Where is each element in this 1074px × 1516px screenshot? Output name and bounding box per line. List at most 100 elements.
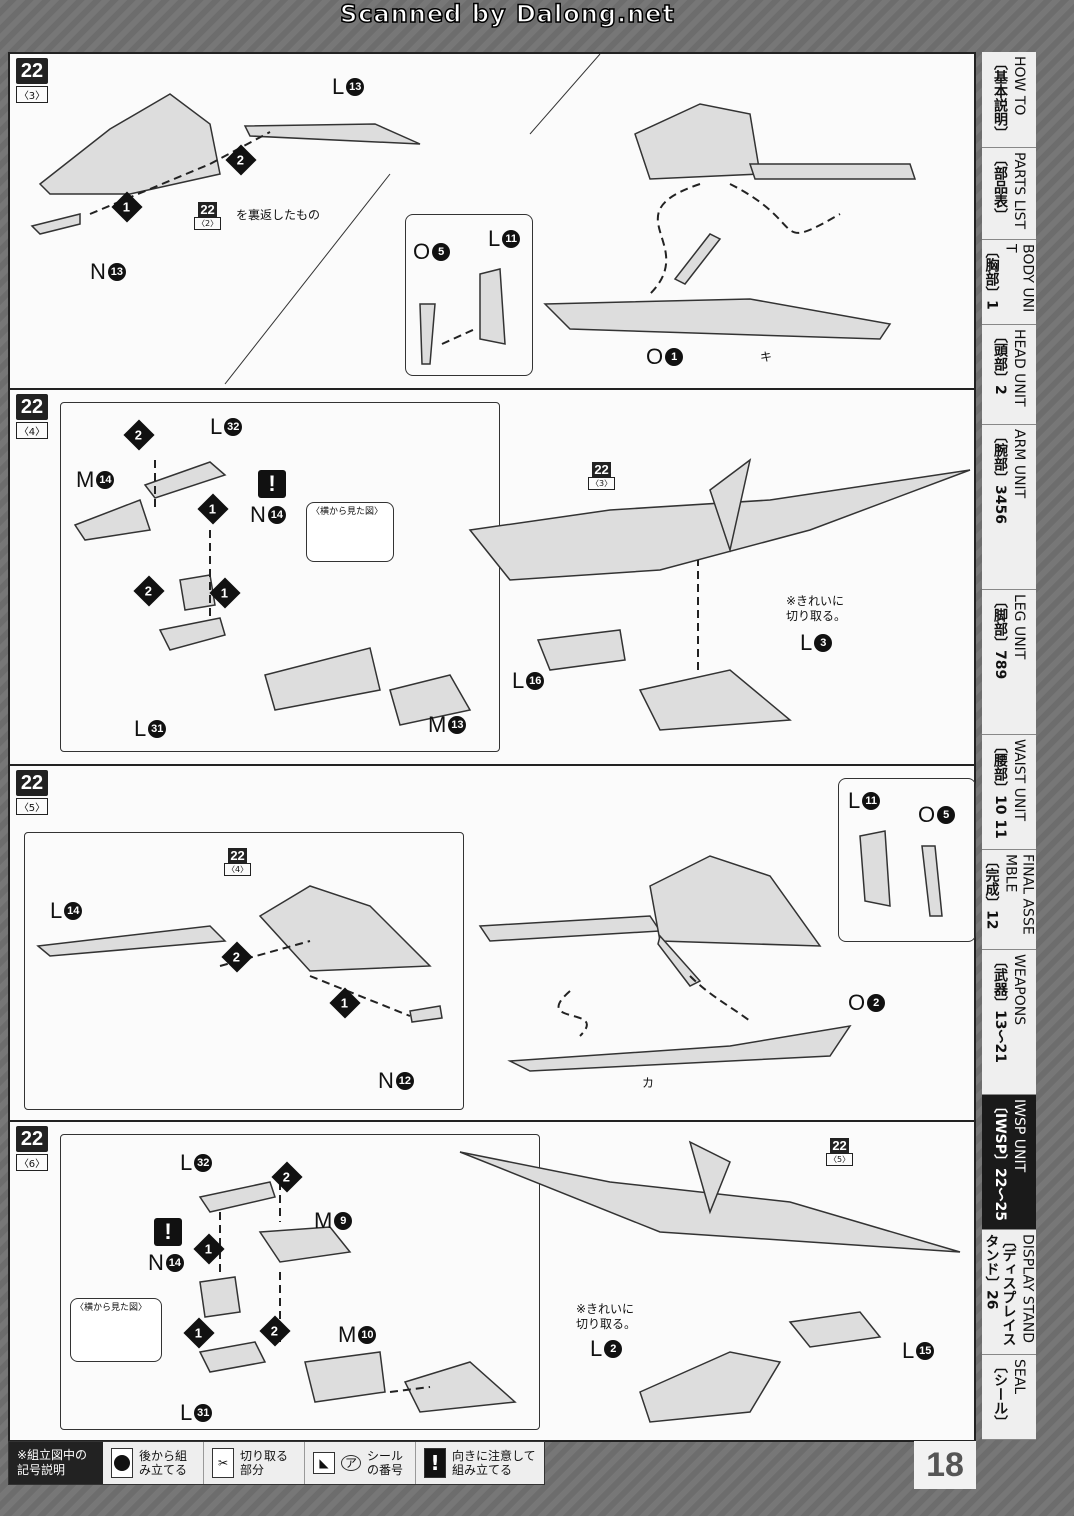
legend-item: ✂切り取る部分 bbox=[204, 1442, 305, 1484]
tab-en-label: WAIST UNIT bbox=[1011, 739, 1027, 822]
legend-text: シールの番号 bbox=[367, 1449, 404, 1477]
ref-step: 22 bbox=[592, 462, 611, 477]
seal-mark: カ bbox=[642, 1076, 655, 1090]
reference-badge: 22〈3〉 bbox=[588, 462, 616, 490]
part-letter: L bbox=[848, 788, 861, 813]
warning-icon: ! bbox=[258, 470, 286, 498]
step-number: 2 bbox=[271, 1323, 279, 1339]
step-number: 1 bbox=[341, 995, 349, 1011]
part-drawing bbox=[36, 830, 943, 1072]
part-number: 9 bbox=[334, 1212, 353, 1230]
inset-box bbox=[24, 832, 464, 1110]
part-letter: N bbox=[250, 502, 266, 527]
legend-text: 切り取る部分 bbox=[240, 1449, 289, 1477]
reference-badge: 22〈4〉 bbox=[224, 848, 252, 876]
ref-step: 22 bbox=[830, 1138, 849, 1153]
tab-en-label: FINAL ASSEMBLE bbox=[1002, 854, 1036, 935]
tab-jp-label: 〔シール〕 bbox=[992, 1359, 1008, 1429]
tab-en-label: SEAL bbox=[1011, 1359, 1027, 1395]
part-number: 32 bbox=[194, 1154, 213, 1172]
cut-icon: ✂ bbox=[212, 1448, 234, 1478]
part-number: 13 bbox=[346, 78, 365, 96]
part-number: 3 bbox=[814, 634, 833, 652]
part-letter: O bbox=[848, 990, 866, 1015]
seal-icon: ◣ bbox=[313, 1452, 335, 1474]
part-number: 11 bbox=[862, 792, 881, 810]
part-letter: L bbox=[180, 1150, 193, 1175]
step-number: 2 bbox=[283, 1169, 291, 1185]
ref-sub: 〈5〉 bbox=[826, 1153, 854, 1166]
sidebar-tab[interactable]: 〔部品表〕PARTS LIST bbox=[982, 148, 1036, 240]
legend-title: ※組立図中の記号説明 bbox=[9, 1442, 103, 1484]
tab-jp-label: 〔ディスプレイスタンド〕26 bbox=[983, 1234, 1017, 1346]
page-number: 18 bbox=[914, 1441, 976, 1489]
step-badge-number: 22 bbox=[16, 770, 48, 796]
side-view-inset: 〈横から見た図〉 bbox=[306, 502, 394, 562]
part-number: 2 bbox=[867, 994, 886, 1012]
reference-badge: 22〈2〉 bbox=[194, 202, 222, 230]
part-letter: L bbox=[488, 226, 501, 251]
step-badge: 22〈4〉 bbox=[16, 394, 48, 439]
cut-note: ※きれいに 切り取る。 bbox=[786, 594, 847, 623]
warning-icon: ! bbox=[154, 1218, 182, 1246]
part-letter: L bbox=[134, 716, 147, 741]
step-number: 1 bbox=[205, 1241, 213, 1257]
step-badge: 22〈3〉 bbox=[16, 58, 48, 103]
part-drawing bbox=[30, 54, 917, 385]
part-number: 1 bbox=[665, 348, 684, 366]
sidebar-tab[interactable]: 〔シール〕SEAL bbox=[982, 1355, 1036, 1440]
tab-en-label: LEG UNIT bbox=[1011, 594, 1027, 660]
part-letter: L bbox=[180, 1400, 193, 1425]
seal-mark: キ bbox=[760, 350, 773, 364]
legend-item: 後から組み立てる bbox=[103, 1442, 204, 1484]
part-number: 14 bbox=[267, 506, 286, 524]
part-number: 12 bbox=[395, 1072, 414, 1090]
legend-item: !向きに注意して組み立てる bbox=[416, 1442, 544, 1484]
part-number: 32 bbox=[224, 418, 243, 436]
step-badge-sub: 〈6〉 bbox=[16, 1154, 48, 1171]
sidebar-tab[interactable]: 〔基本説明〕HOW TO bbox=[982, 52, 1036, 148]
part-number: 15 bbox=[916, 1342, 935, 1360]
part-letter: L bbox=[800, 630, 813, 655]
tab-jp-label: 〔完成〕12 bbox=[983, 854, 1000, 930]
step-badge: 22〈6〉 bbox=[16, 1126, 48, 1171]
part-number: 31 bbox=[194, 1404, 213, 1422]
step-number: 2 bbox=[145, 583, 153, 599]
part-letter: L bbox=[590, 1336, 603, 1361]
part-letter: L bbox=[332, 74, 345, 99]
part-number: 16 bbox=[526, 672, 545, 690]
step-number: 1 bbox=[195, 1325, 203, 1341]
assemble-later-icon bbox=[111, 1448, 133, 1478]
step-number: 2 bbox=[237, 152, 245, 168]
ref-sub: 〈4〉 bbox=[224, 863, 252, 876]
symbol-legend: ※組立図中の記号説明 後から組み立てる ✂切り取る部分 ◣ アシールの番号 !向き… bbox=[8, 1441, 546, 1485]
part-letter: L bbox=[902, 1338, 915, 1363]
step-number: 2 bbox=[135, 427, 143, 443]
legend-item: ◣ アシールの番号 bbox=[305, 1442, 417, 1484]
part-letter: O bbox=[413, 239, 431, 264]
step-number: 2 bbox=[233, 949, 241, 965]
seal-mark: ア bbox=[341, 1455, 362, 1471]
